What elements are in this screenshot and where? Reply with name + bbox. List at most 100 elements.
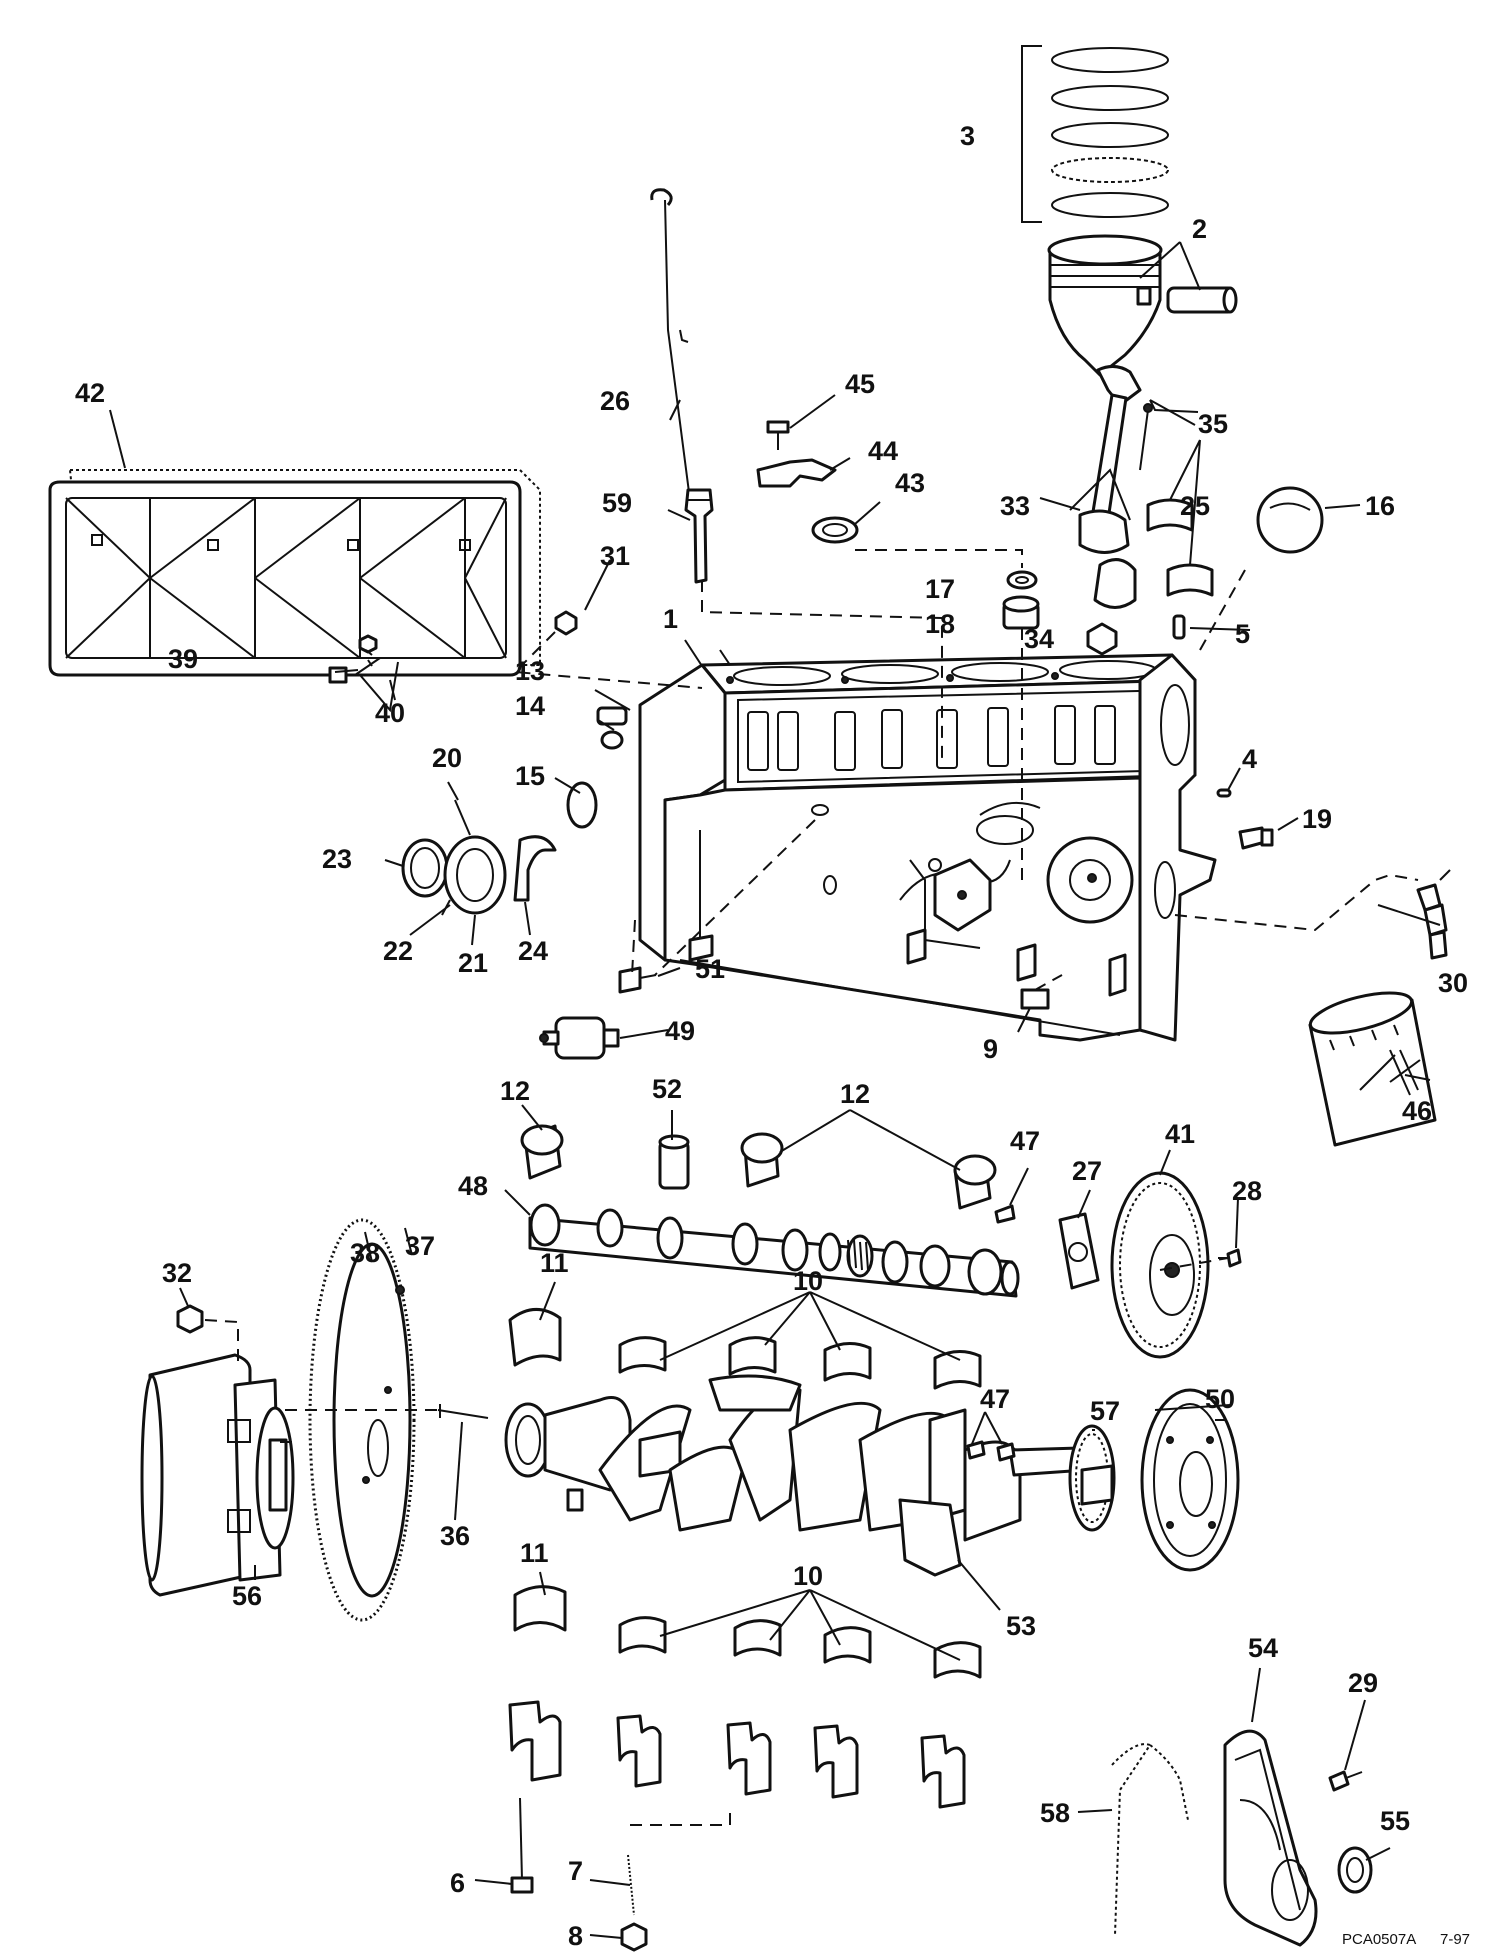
callout-10b: 10 <box>793 1561 823 1591</box>
callout-43: 43 <box>895 468 925 498</box>
cam-bearings <box>520 1124 997 1210</box>
callout-7: 7 <box>568 1856 583 1886</box>
flywheel <box>308 1218 416 1622</box>
callout-2: 2 <box>1192 214 1207 244</box>
crankshaft <box>504 1374 1092 1577</box>
bracket <box>756 458 837 488</box>
callout-18: 18 <box>925 609 955 639</box>
rod-nut <box>1086 622 1118 656</box>
callout-53: 53 <box>1006 1611 1036 1641</box>
callout-10a: 10 <box>793 1266 823 1296</box>
callout-11b: 11 <box>520 1538 549 1568</box>
spacer-bushing <box>1002 595 1040 630</box>
callout-4: 4 <box>1242 744 1257 774</box>
freeze-plug <box>566 781 598 829</box>
callout-12b: 12 <box>840 1079 870 1109</box>
dipstick <box>650 188 691 501</box>
callout-52: 52 <box>652 1074 682 1104</box>
alignment-lines <box>204 549 1419 1826</box>
callout-9: 9 <box>983 1034 998 1064</box>
callout-58: 58 <box>1040 1798 1070 1828</box>
gear-bolt <box>1218 1248 1242 1268</box>
callout-48: 48 <box>458 1171 488 1201</box>
callout-38: 38 <box>350 1238 380 1268</box>
bracket-bolt <box>766 420 790 450</box>
callout-8: 8 <box>568 1921 583 1951</box>
cover-nut <box>554 610 578 636</box>
callout-40: 40 <box>375 698 405 728</box>
main-bearings-upper <box>508 1308 982 1390</box>
callout-36: 36 <box>440 1521 470 1551</box>
callout-45: 45 <box>845 369 875 399</box>
callout-46: 46 <box>1402 1096 1432 1126</box>
callout-16: 16 <box>1365 491 1395 521</box>
callout-23: 23 <box>322 844 352 874</box>
callout-47a: 47 <box>1010 1126 1040 1156</box>
drain-plug <box>1020 988 1050 1010</box>
callout-31: 31 <box>600 541 630 571</box>
dipstick-tube <box>684 488 714 584</box>
callout-30: 30 <box>1438 968 1468 998</box>
piston-pin <box>1166 286 1238 314</box>
callout-28: 28 <box>1232 1176 1262 1206</box>
callout-54: 54 <box>1248 1633 1278 1663</box>
callout-5: 5 <box>1235 619 1250 649</box>
valve-cover <box>48 480 522 677</box>
callout-47b: 47 <box>980 1384 1010 1414</box>
flywheel-stud <box>437 1404 489 1419</box>
callout-44: 44 <box>868 436 898 466</box>
drawing-date: 7-97 <box>1440 1931 1470 1948</box>
callout-11a: 11 <box>540 1248 569 1278</box>
callout-42: 42 <box>75 378 105 408</box>
leader-lines <box>109 241 1441 1939</box>
callout-21: 21 <box>458 948 488 978</box>
expansion-plug <box>1256 486 1324 554</box>
timing-cover-bolt <box>1328 1770 1363 1792</box>
callout-49: 49 <box>665 1016 695 1046</box>
rod-bearings <box>1146 498 1214 597</box>
seal-retainer <box>441 799 507 916</box>
seal-washer <box>811 516 859 544</box>
rod-bolt <box>1139 403 1153 471</box>
callout-15: 15 <box>515 761 545 791</box>
callout-27: 27 <box>1072 1156 1102 1186</box>
camshaft <box>528 1203 1020 1298</box>
callout-34: 34 <box>1024 624 1054 654</box>
callout-6: 6 <box>450 1868 465 1898</box>
callout-55: 55 <box>1380 1806 1410 1836</box>
cam-gear <box>1110 1171 1210 1359</box>
oil-fitting <box>1238 826 1274 850</box>
timing-cover <box>1223 1729 1318 1947</box>
callout-29: 29 <box>1348 1668 1378 1698</box>
main-cap-bolt <box>510 1797 534 1894</box>
callout-19: 19 <box>1302 804 1332 834</box>
callout-57: 57 <box>1090 1396 1120 1426</box>
coupler-nut <box>176 1304 204 1334</box>
front-seal <box>1337 1846 1373 1894</box>
callout-41: 41 <box>1165 1119 1195 1149</box>
cam-bushing <box>658 1134 690 1190</box>
drawing-code: PCA0507A <box>1342 1931 1416 1948</box>
timing-cover-gasket <box>1111 1743 1189 1936</box>
callout-1: 1 <box>663 604 678 634</box>
rear-main-seal <box>401 838 449 898</box>
woodruff-key-crank <box>966 1440 986 1460</box>
engine-block <box>638 653 1217 1042</box>
oil-filter <box>1308 991 1437 1147</box>
adapter-fitting <box>618 966 657 994</box>
main-bearing-caps <box>508 1700 966 1809</box>
piston <box>1047 234 1163 377</box>
dowel-pin <box>1172 614 1186 640</box>
callout-labels: 1 2 3 4 5 6 7 8 9 10 10 11 11 12 12 13 1… <box>75 121 1468 1951</box>
callout-59: 59 <box>602 488 632 518</box>
main-cap-nut <box>620 1922 648 1952</box>
piston-rings <box>1021 45 1169 223</box>
callout-56: 56 <box>232 1581 262 1611</box>
callout-37: 37 <box>405 1231 435 1261</box>
callout-39: 39 <box>168 644 198 674</box>
drive-coupler <box>140 1353 295 1597</box>
core-plug <box>596 706 628 750</box>
callout-17: 17 <box>925 574 955 604</box>
callout-24: 24 <box>518 936 548 966</box>
connecting-rod <box>1078 365 1142 609</box>
